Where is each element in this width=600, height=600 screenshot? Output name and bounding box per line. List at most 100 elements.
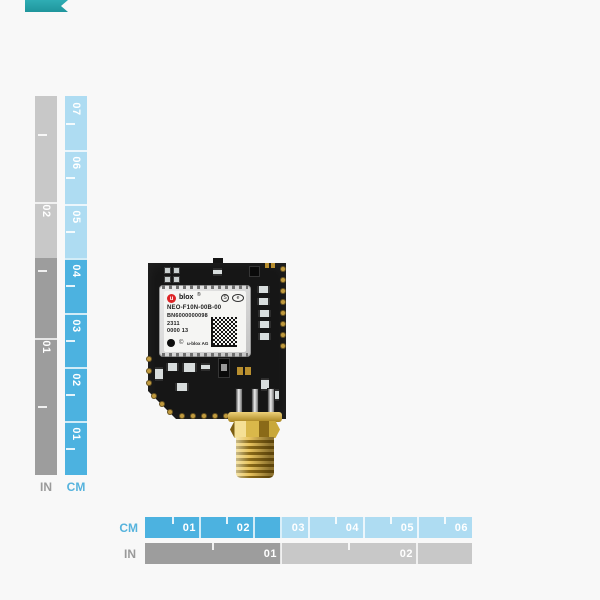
cm-number: 02: [236, 521, 250, 534]
cm-number: 07: [70, 102, 82, 116]
horizontal-inch-highlight: [145, 543, 281, 564]
smd-capacitor: [164, 267, 171, 274]
divider: [65, 313, 87, 315]
tick: [66, 177, 75, 179]
data-matrix-code: [211, 317, 237, 347]
inch-number: 01: [40, 340, 52, 354]
tick: [38, 270, 47, 272]
divider: [65, 258, 87, 260]
vertical-cm-label: CM: [66, 480, 86, 494]
smd-resistor: [258, 333, 271, 340]
tick: [66, 340, 75, 342]
gold-castellation: [167, 409, 173, 415]
gold-pad: [245, 367, 251, 375]
tick: [172, 517, 174, 524]
smd-resistor: [257, 298, 270, 305]
smd-resistor: [175, 383, 189, 391]
divider: [35, 202, 57, 204]
gold-pad: [271, 263, 275, 268]
divider: [416, 543, 418, 564]
gold-castellation: [146, 356, 152, 362]
ublox-brand-text: blox: [179, 294, 194, 301]
cm-number: 03: [291, 521, 305, 534]
vertical-inch-highlight: [35, 258, 57, 475]
gold-castellation: [280, 277, 286, 283]
tick: [335, 517, 337, 524]
vertical-in-label: IN: [40, 480, 52, 494]
cm-number: 05: [70, 210, 82, 224]
divider: [65, 367, 87, 369]
gold-castellation: [280, 321, 286, 327]
cert-mark-icon: S: [221, 294, 229, 302]
registered-mark: ®: [197, 292, 201, 298]
gold-castellation: [146, 380, 152, 386]
gold-castellation: [280, 288, 286, 294]
divider: [65, 204, 87, 206]
smd-capacitor: [164, 276, 171, 283]
cm-number: 02: [70, 373, 82, 387]
vertical-cm-highlight: [65, 258, 87, 475]
cm-number: 03: [70, 319, 82, 333]
gold-castellation: [146, 368, 152, 374]
module-part-number: NEO-F10N-00B-00: [167, 305, 222, 311]
gold-castellation: [280, 299, 286, 305]
tick: [390, 517, 392, 524]
horizontal-cm-highlight: [145, 517, 280, 538]
horizontal-ruler-inches: 01 02: [145, 543, 472, 564]
inch-number: 01: [263, 547, 277, 560]
ublox-logo-icon: u: [167, 294, 176, 303]
module-serial: BN6000000098: [167, 313, 208, 319]
inch-number: 02: [399, 547, 413, 560]
gold-pad: [237, 367, 243, 375]
module-pins-top: [162, 285, 248, 289]
smd-capacitor: [173, 276, 180, 283]
cm-number: 06: [70, 156, 82, 170]
gold-castellation: [280, 266, 286, 272]
gold-pad: [265, 263, 269, 268]
pcb-edge-tab: [213, 258, 223, 265]
tick: [38, 406, 47, 408]
tick: [66, 123, 75, 125]
tick: [444, 517, 446, 524]
sma-threaded-barrel: [236, 437, 274, 478]
gold-castellation: [280, 310, 286, 316]
gold-castellation: [280, 332, 286, 338]
gold-castellation: [201, 413, 207, 419]
smd-resistor: [166, 363, 179, 371]
divider: [417, 517, 419, 538]
cm-number: 01: [70, 427, 82, 441]
divider: [308, 517, 310, 538]
smd-capacitor: [201, 363, 210, 371]
copyright-mark: ©: [179, 340, 184, 346]
inch-number: 02: [40, 204, 52, 218]
divider: [65, 150, 87, 152]
divider: [280, 517, 282, 538]
horizontal-in-label: IN: [124, 546, 136, 561]
vertical-ruler-cm: 07 06 05 04 03 02 01: [65, 96, 87, 475]
smd-ic-core: [221, 364, 227, 371]
cm-number: 04: [345, 521, 359, 534]
cm-number: 05: [400, 521, 414, 534]
divider: [280, 543, 282, 564]
cm-number: 04: [70, 264, 82, 278]
cm-number: 01: [182, 521, 196, 534]
smd-capacitor: [271, 389, 279, 401]
sma-hex-nut: [230, 421, 280, 438]
gold-castellation: [212, 413, 218, 419]
smd-capacitor: [155, 367, 163, 381]
gold-castellation: [190, 413, 196, 419]
divider: [363, 517, 365, 538]
pin1-dot: [167, 339, 175, 347]
divider: [35, 338, 57, 340]
smd-capacitor: [261, 378, 269, 391]
gold-castellation: [151, 393, 157, 399]
tick: [66, 231, 75, 233]
tick: [226, 517, 228, 524]
smd-capacitor: [213, 268, 222, 276]
tick: [348, 543, 350, 550]
smd-resistor: [257, 286, 270, 293]
module-lot-code: 0000 13: [167, 328, 189, 334]
smd-resistor: [258, 310, 271, 317]
module-maker-text: u-blox AG: [187, 341, 209, 346]
